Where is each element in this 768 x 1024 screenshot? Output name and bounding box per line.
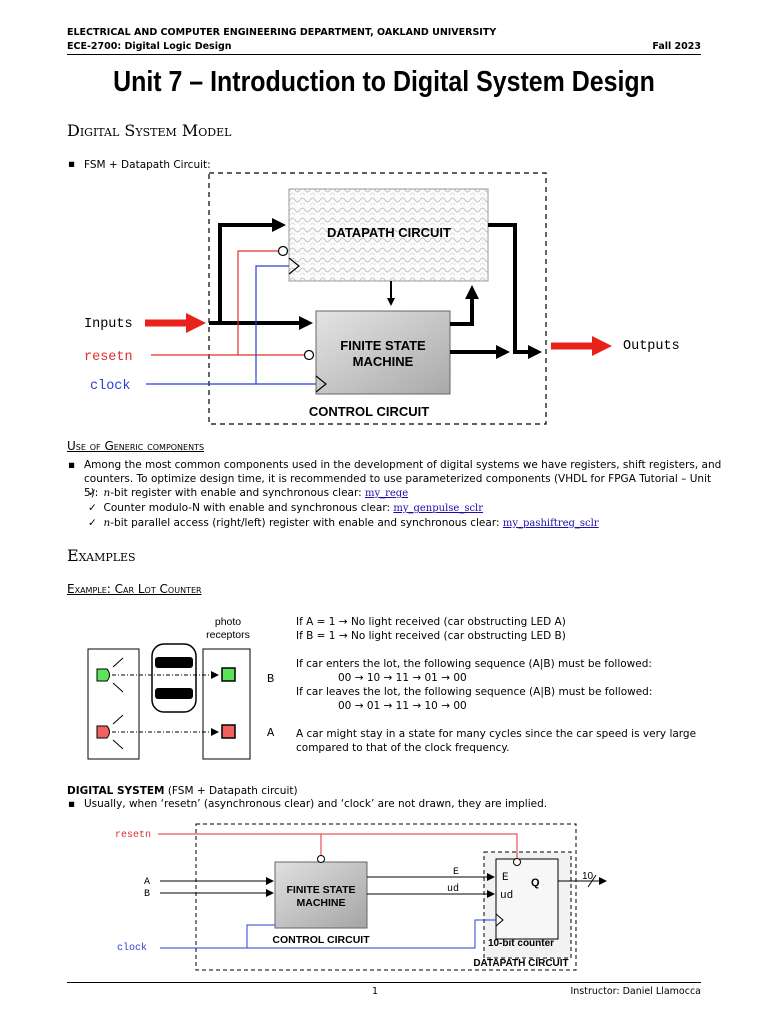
- page-title: Unit 7 – Introduction to Digital System …: [113, 66, 655, 98]
- page-number: 1: [372, 986, 379, 997]
- note-cycles-1: A car might stay in a state for many cyc…: [296, 728, 697, 740]
- receptor-a-icon: [221, 724, 236, 739]
- control-circuit-label: CONTROL CIRCUIT: [309, 404, 429, 419]
- bullet-marker: ▪: [68, 798, 76, 810]
- digital-system-diagram: E ud Q 10-bit counter DATAPATH CIRCUIT F…: [115, 823, 607, 971]
- link-my-genpulse-sclr[interactable]: my_genpulse_sclr: [393, 503, 484, 514]
- note-b: If B = 1 → No light received (car obstru…: [296, 630, 566, 642]
- generic-item-3: ✓ n-bit parallel access (right/left) reg…: [88, 516, 599, 531]
- check-icon: ✓: [88, 502, 97, 514]
- bullet-marker: ▪: [68, 158, 76, 170]
- generic-bullet-line-2: counters. To optimize design time, it is…: [84, 473, 712, 499]
- link-my-pashiftreg-sclr[interactable]: my_pashiftreg_sclr: [502, 518, 599, 529]
- signal-e-label: E: [453, 867, 459, 878]
- digital-system-bullet: Usually, when ‘resetn’ (asynchronous cle…: [84, 798, 548, 810]
- note-cycles-2: compared to that of the clock frequency.: [296, 742, 510, 754]
- bullet-fsm-datapath: FSM + Datapath Circuit:: [84, 159, 211, 171]
- input-b-label: B: [144, 889, 150, 900]
- footer-instructor: Instructor: Daniel Llamocca: [570, 986, 701, 997]
- fsm2-label-1: FINITE STATE: [286, 884, 355, 896]
- counter-q: Q: [531, 877, 540, 889]
- receptor-b-icon: [221, 667, 236, 682]
- section-heading-examples: Examples: [67, 546, 136, 565]
- input-a-label: A: [144, 877, 150, 888]
- clock-label: clock: [90, 379, 131, 394]
- bullet-marker: ▪: [68, 459, 76, 471]
- bus-width-label: 10: [582, 871, 594, 882]
- n-symbol: n: [103, 517, 111, 529]
- datapath-label-2: DATAPATH CIRCUIT: [473, 958, 568, 969]
- control-label-2: CONTROL CIRCUIT: [272, 934, 370, 946]
- photo-label: photo: [215, 616, 241, 628]
- car-icon: [151, 643, 197, 713]
- control-circuit-box: [208, 172, 547, 425]
- fsm2-label-2: MACHINE: [297, 897, 346, 909]
- item-text: -bit register with enable and synchronou…: [110, 487, 365, 499]
- outputs-label: Outputs: [623, 339, 680, 354]
- led-red-icon: [96, 725, 110, 739]
- check-icon: ✓: [88, 517, 97, 529]
- fsm-datapath-diagram: DATAPATH CIRCUIT FINITE STATE MACHINE CO…: [84, 172, 680, 425]
- header-term: Fall 2023: [652, 41, 701, 52]
- fsm-block: [315, 310, 451, 395]
- example-title: Example: Car Lot Counter: [67, 582, 202, 596]
- counter-label: 10-bit counter: [488, 938, 554, 949]
- resetn-label-2: resetn: [115, 830, 151, 841]
- car-lot-diagram: photo receptors B A: [87, 616, 275, 760]
- example-notes: If A = 1 → No light received (car obstru…: [296, 615, 716, 755]
- check-icon: ✓: [88, 487, 97, 499]
- fsm-block-2: [274, 861, 368, 929]
- counter-block: [495, 858, 559, 940]
- header-course: ECE-2700: Digital Logic Design: [67, 41, 232, 52]
- receptors-label: receptors: [206, 629, 250, 641]
- note-a: If A = 1 → No light received (car obstru…: [296, 616, 566, 628]
- n-symbol: n: [103, 487, 111, 499]
- signal-ud-label: ud: [447, 883, 459, 895]
- header-rule: [67, 54, 701, 55]
- datapath-label: DATAPATH CIRCUIT: [327, 225, 451, 240]
- inputs-label: Inputs: [84, 317, 133, 332]
- led-panel: [87, 648, 140, 760]
- section-heading-model: Digital System Model: [67, 121, 232, 140]
- receptor-a-label: A: [267, 726, 275, 740]
- digital-system-bold: DIGITAL SYSTEM: [67, 785, 165, 797]
- counter-e: E: [502, 872, 509, 884]
- fsm-label-1: FINITE STATE: [340, 338, 426, 353]
- note-leave: If car leaves the lot, the following seq…: [296, 686, 653, 698]
- counter-ud: ud: [500, 890, 513, 902]
- led-green-icon: [96, 668, 110, 682]
- note-enter-seq: 00 → 10 → 11 → 01 → 00: [338, 672, 467, 684]
- resetn-label: resetn: [84, 350, 133, 365]
- section-heading-generic: Use of Generic components: [67, 439, 205, 453]
- datapath-block: [288, 188, 489, 282]
- link-my-rege[interactable]: my_rege: [364, 488, 409, 499]
- generic-item-2: ✓ Counter modulo-N with enable and synch…: [88, 501, 483, 516]
- item-text: -bit parallel access (right/left) regist…: [110, 517, 503, 529]
- item-text: Counter modulo-N with enable and synchro…: [103, 502, 394, 514]
- header-department: ELECTRICAL AND COMPUTER ENGINEERING DEPA…: [67, 27, 497, 38]
- digital-system-rest: (FSM + Datapath circuit): [164, 785, 298, 797]
- note-leave-seq: 00 → 01 → 11 → 10 → 00: [338, 700, 467, 712]
- receptor-b-label: B: [267, 672, 274, 686]
- generic-bullet-line-1: Among the most common components used in…: [84, 459, 722, 471]
- generic-item-1: ✓ n-bit register with enable and synchro…: [88, 486, 408, 501]
- footer-rule: [67, 982, 701, 983]
- digital-system-heading: DIGITAL SYSTEM (FSM + Datapath circuit): [67, 784, 298, 798]
- generic-bullet-text: Among the most common components used in…: [84, 458, 724, 500]
- fsm-label-2: MACHINE: [353, 354, 414, 369]
- note-enter: If car enters the lot, the following seq…: [296, 658, 652, 670]
- receptor-panel: [202, 648, 251, 760]
- clock-label-2: clock: [117, 942, 147, 954]
- system-box: [195, 823, 577, 971]
